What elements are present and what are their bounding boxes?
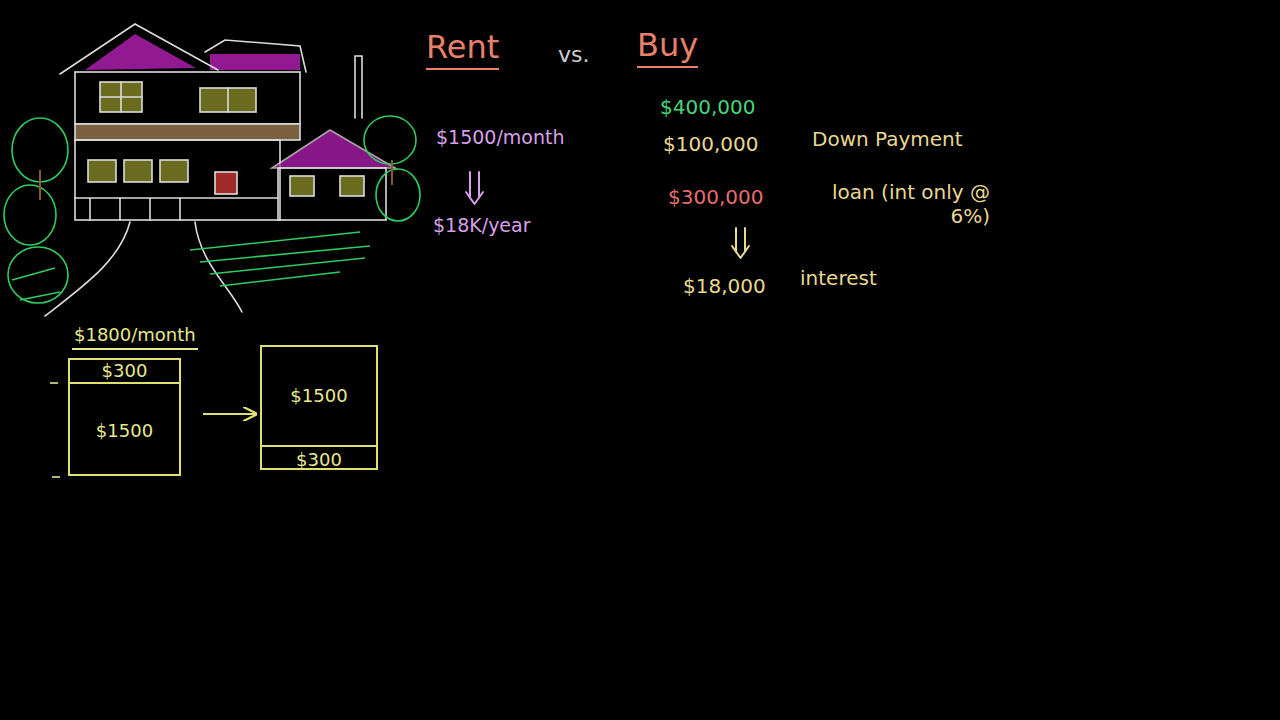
driveway: [195, 222, 242, 312]
bush: [4, 185, 56, 245]
cost-box: $1500$300: [260, 345, 378, 470]
box-value: $1500: [70, 384, 179, 478]
bushes: [4, 116, 420, 303]
trunk: [39, 170, 41, 200]
note-label: Down Payment: [812, 127, 963, 151]
driveway: [45, 222, 130, 316]
house-sketch: [45, 24, 395, 316]
upper-floor: [75, 72, 300, 124]
window: [290, 176, 314, 196]
bush: [364, 116, 416, 164]
window-bars: [100, 82, 142, 112]
window: [124, 160, 152, 182]
note-label: $18K/year: [433, 214, 531, 237]
lower-floor: [75, 140, 280, 220]
note-label: vs.: [558, 42, 589, 68]
window: [160, 160, 188, 182]
lawn-strokes: [12, 268, 60, 300]
chimney: [355, 56, 362, 118]
note-label: $100,000: [663, 132, 758, 156]
window: [340, 176, 364, 196]
porch-rail: [75, 198, 278, 220]
window-bars: [227, 88, 229, 112]
bush: [376, 169, 420, 221]
arrow-connector: [203, 413, 256, 415]
roof-line: [205, 40, 306, 72]
note-label: $1500/month: [436, 126, 565, 149]
tick: [50, 382, 58, 384]
floor-band: [75, 124, 300, 140]
window: [88, 160, 116, 182]
note-label: $300,000: [668, 185, 763, 209]
roof-fill: [210, 54, 300, 70]
trunk: [391, 160, 393, 185]
note-label: interest: [800, 266, 877, 290]
tree-trunks: [40, 160, 392, 200]
roof-fill: [85, 34, 196, 70]
tick: [52, 476, 60, 478]
box-value: $300: [262, 447, 376, 472]
note-label: Buy: [637, 26, 698, 68]
window: [100, 82, 142, 112]
double-arrow: [732, 228, 749, 258]
note-label: $400,000: [660, 95, 755, 119]
bush: [8, 247, 68, 303]
door: [215, 172, 237, 194]
box-value: $1500: [262, 347, 376, 447]
double-arrow: [466, 172, 483, 204]
box-heading: $1800/month: [72, 324, 198, 350]
wing-roof: [272, 130, 395, 168]
note-label: loan (int only @ 6%): [818, 180, 990, 228]
roof-line: [60, 24, 218, 74]
lawn-strokes: [190, 232, 370, 286]
window: [200, 88, 256, 112]
note-label: $18,000: [683, 274, 766, 298]
note-label: Rent: [426, 28, 499, 70]
cost-box: $1800/month$300$1500: [68, 358, 181, 476]
box-value: $300: [70, 360, 179, 384]
wing: [278, 168, 386, 220]
tick-marks: [50, 383, 60, 477]
